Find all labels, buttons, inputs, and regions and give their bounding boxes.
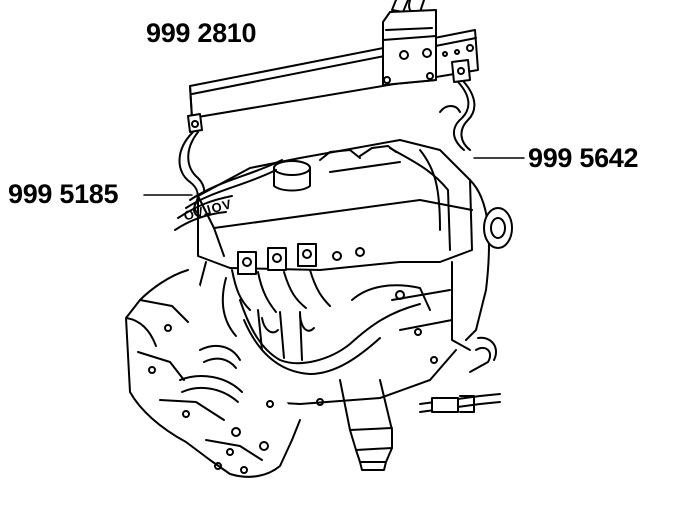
engine: VOLVO [125,139,513,478]
leader-lines [143,157,525,196]
right-lifting-hook [439,81,476,151]
label-lifting-beam: 999 2810 [146,18,257,48]
label-right-hook: 999 5642 [528,143,639,173]
label-left-hook: 999 5185 [8,179,119,209]
lifting-beam [187,0,479,133]
